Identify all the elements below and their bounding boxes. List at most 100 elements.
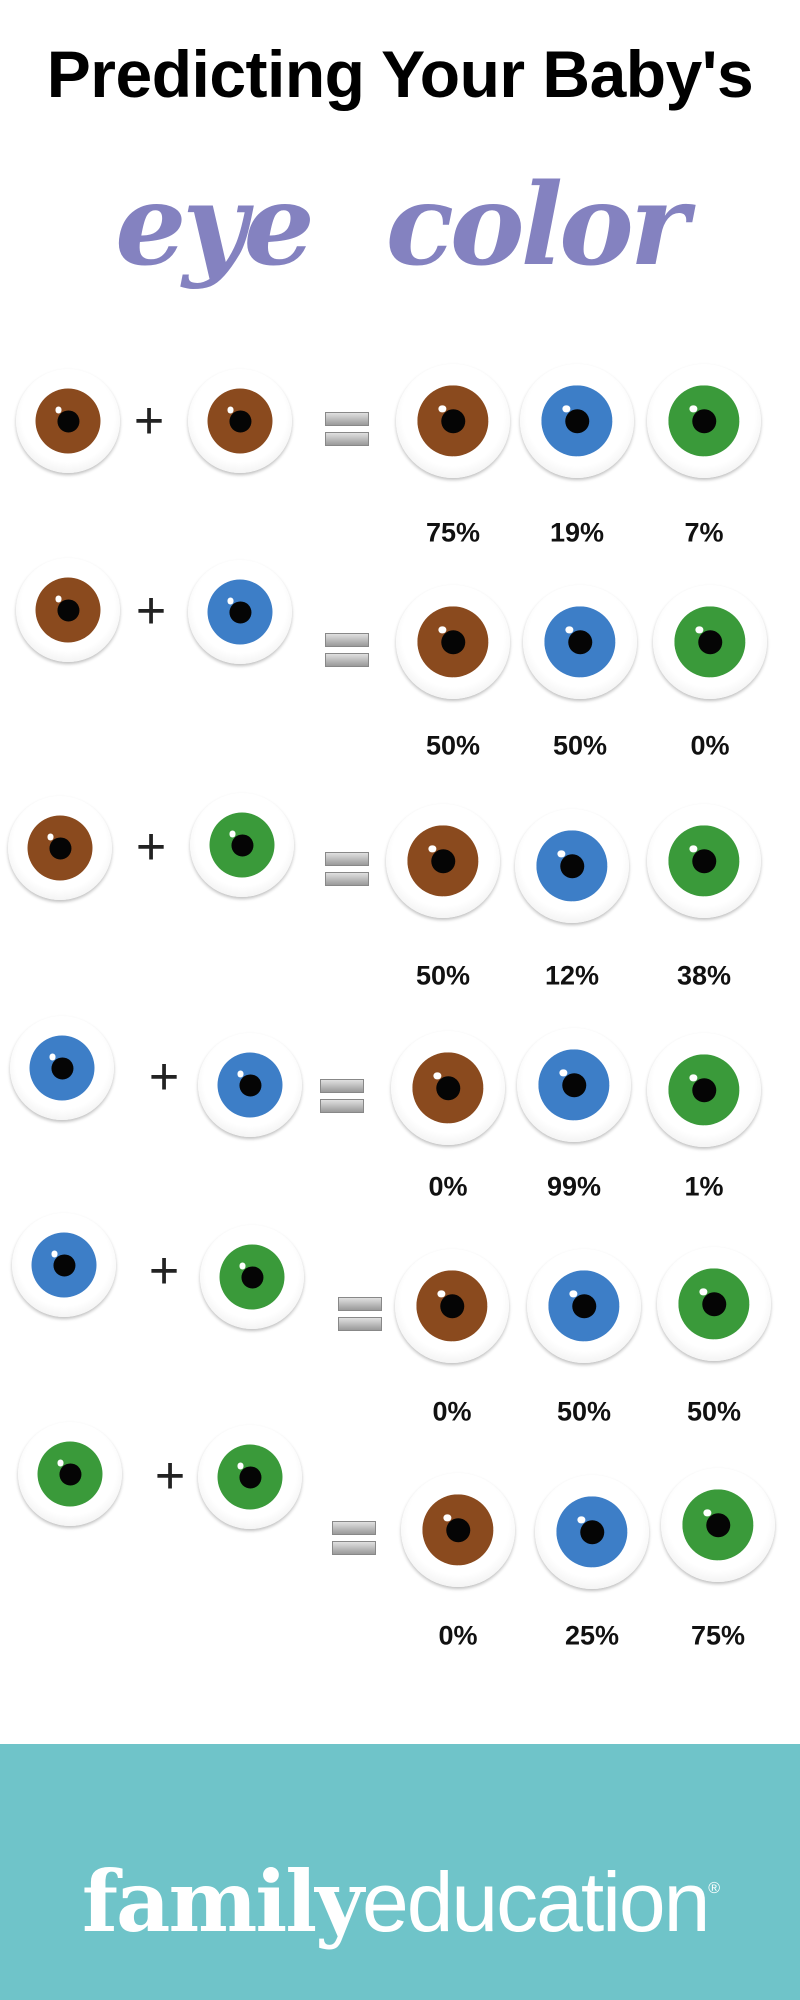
pupil xyxy=(52,1253,76,1277)
equals-bar xyxy=(325,412,369,426)
glint xyxy=(433,1072,441,1080)
probability-blue: 99% xyxy=(546,1171,602,1202)
child-eye-brown xyxy=(395,1249,509,1363)
pupil xyxy=(445,1517,471,1543)
pupil xyxy=(571,1293,597,1319)
glint xyxy=(227,406,234,414)
equals-bar xyxy=(325,432,369,446)
equals-bar xyxy=(332,1521,376,1535)
parent-eye-green xyxy=(198,1425,302,1529)
child-eye-blue xyxy=(520,364,634,478)
equals-sign xyxy=(338,1291,382,1337)
glint xyxy=(237,1462,244,1470)
probability-blue: 19% xyxy=(549,517,605,548)
glint xyxy=(229,830,236,838)
child-eye-blue xyxy=(523,585,637,699)
pupil xyxy=(559,853,585,879)
pupil xyxy=(238,1073,262,1097)
equals-bar xyxy=(325,852,369,866)
pupil xyxy=(58,1462,82,1486)
pupil xyxy=(691,1077,717,1103)
equals-bar xyxy=(325,872,369,886)
pupil xyxy=(691,408,717,434)
glint xyxy=(51,1250,58,1258)
green-iris xyxy=(209,812,275,878)
glint xyxy=(559,1069,567,1077)
glint xyxy=(57,1459,64,1467)
plus-sign: + xyxy=(135,582,167,640)
logo-light-text: education xyxy=(361,1855,710,1949)
equals-sign xyxy=(320,1073,364,1119)
pupil xyxy=(56,598,80,622)
glint xyxy=(237,1070,244,1078)
parent-eye-brown xyxy=(16,369,120,473)
child-eye-brown xyxy=(386,804,500,918)
glint xyxy=(695,626,703,634)
glint xyxy=(562,405,570,413)
child-eye-blue xyxy=(527,1249,641,1363)
pupil xyxy=(561,1072,587,1098)
pupil xyxy=(697,629,723,655)
probability-green: 7% xyxy=(684,517,724,548)
probability-green: 50% xyxy=(686,1396,742,1427)
brown-iris xyxy=(407,825,479,897)
probability-blue: 12% xyxy=(544,960,600,991)
parent-eye-blue xyxy=(12,1213,116,1317)
familyeducation-logo[interactable]: familyeducation® xyxy=(0,1852,800,1951)
blue-iris xyxy=(541,385,613,457)
parent-eye-green xyxy=(200,1225,304,1329)
child-eye-blue xyxy=(515,809,629,923)
equals-sign xyxy=(332,1515,376,1561)
pupil xyxy=(705,1512,731,1538)
probability-blue: 50% xyxy=(556,1396,612,1427)
glint xyxy=(227,597,234,605)
probability-brown: 0% xyxy=(438,1620,478,1651)
green-iris xyxy=(678,1268,750,1340)
registered-mark: ® xyxy=(708,1880,720,1897)
pupil xyxy=(440,408,466,434)
pupil xyxy=(238,1465,262,1489)
pupil xyxy=(701,1291,727,1317)
probability-green: 75% xyxy=(690,1620,746,1651)
child-eye-green xyxy=(647,364,761,478)
blue-iris xyxy=(538,1049,610,1121)
equals-bar xyxy=(338,1317,382,1331)
brown-iris xyxy=(35,388,101,454)
probability-green: 0% xyxy=(690,730,730,761)
glint xyxy=(443,1514,451,1522)
probability-green: 1% xyxy=(684,1171,724,1202)
brown-iris xyxy=(416,1270,488,1342)
green-iris xyxy=(668,1054,740,1126)
child-eye-brown xyxy=(401,1473,515,1587)
glint xyxy=(577,1516,585,1524)
logo-bold-text: family xyxy=(81,1852,364,1951)
brown-iris xyxy=(417,606,489,678)
child-eye-blue xyxy=(517,1028,631,1142)
pupil xyxy=(439,1293,465,1319)
plus-sign: + xyxy=(148,1242,180,1300)
brown-iris xyxy=(35,577,101,643)
pupil xyxy=(564,408,590,434)
pupil xyxy=(440,629,466,655)
equals-sign xyxy=(325,627,369,673)
glint xyxy=(703,1509,711,1517)
plus-sign: + xyxy=(154,1446,186,1505)
pupil xyxy=(691,848,717,874)
parent-eye-blue xyxy=(10,1016,114,1120)
glint xyxy=(569,1290,577,1298)
equals-sign xyxy=(325,846,369,892)
parent-eye-blue xyxy=(188,560,292,664)
pupil xyxy=(430,848,456,874)
child-eye-blue xyxy=(535,1475,649,1589)
page-subtitle: eye color xyxy=(115,160,689,291)
pupil xyxy=(435,1075,461,1101)
equals-bar xyxy=(325,653,369,667)
page-title: Predicting Your Baby's xyxy=(46,37,754,111)
glint xyxy=(689,405,697,413)
pupil xyxy=(50,1056,74,1080)
equals-bar xyxy=(320,1099,364,1113)
glint xyxy=(428,845,436,853)
glint xyxy=(55,406,62,414)
equals-bar xyxy=(332,1541,376,1555)
green-iris xyxy=(668,385,740,457)
